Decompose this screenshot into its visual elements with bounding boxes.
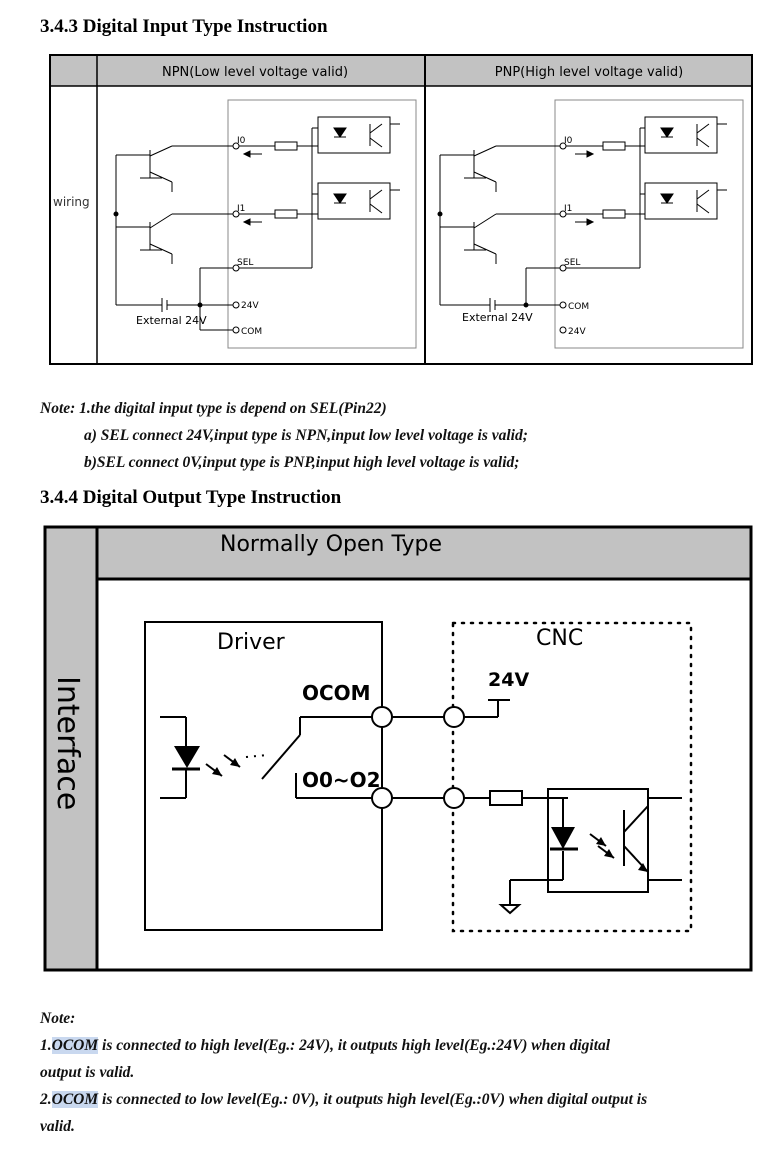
npn-24v-label: 24V <box>241 301 259 311</box>
note-output-line-1: 1.OCOM is connected to high level(Eg.: 2… <box>40 1037 611 1054</box>
pnp-wiring-diagram <box>437 99 744 349</box>
wiring-row-label: wiring <box>53 195 90 209</box>
pnp-sel-label: SEL <box>564 258 580 268</box>
pnp-column-header: PNP(High level voltage valid) <box>495 65 683 80</box>
pnp-24v-label: 24V <box>568 327 586 337</box>
ocom-highlight-1: OCOM <box>51 1037 99 1054</box>
npn-external-24v-label: External 24V <box>136 314 207 327</box>
note-output-line-1-cont: output is valid. <box>40 1064 135 1081</box>
pnp-com-label: COM <box>568 302 589 312</box>
note-output-title: Note: <box>40 1010 76 1027</box>
o-range-terminal-label: O0~O2 <box>302 768 381 792</box>
note-input-line-2: a) SEL connect 24V,input type is NPN,inp… <box>84 427 528 444</box>
driver-label: Driver <box>217 630 286 655</box>
npn-sel-label: SEL <box>237 258 253 268</box>
pnp-external-24v-label: External 24V <box>462 311 533 324</box>
cnc-label: CNC <box>536 626 583 651</box>
pnp-i1-label: I1 <box>564 204 572 214</box>
note-input-line-3: b)SEL connect 0V,input type is PNP,input… <box>84 454 520 471</box>
ocom-highlight-2: OCOM <box>51 1091 99 1108</box>
npn-i1-label: I1 <box>237 204 245 214</box>
npn-com-label: COM <box>241 327 262 337</box>
note-output-line-2: 2.OCOM is connected to low level(Eg.: 0V… <box>40 1091 648 1108</box>
npn-wiring-diagram <box>113 99 417 349</box>
note-input-line-1: Note: 1.the digital input type is depend… <box>40 400 387 417</box>
section-title-output: 3.4.4 Digital Output Type Instruction <box>40 487 342 508</box>
digital-input-table: NPN(Low level voltage valid) PNP(High le… <box>49 54 753 365</box>
digital-output-diagram: Normally Open Type Interface <box>43 525 753 972</box>
note-output-line-2-cont: valid. <box>40 1118 75 1135</box>
cnc-24v-label: 24V <box>488 669 529 691</box>
pnp-i0-label: I0 <box>564 136 573 146</box>
section-title-input: 3.4.3 Digital Input Type Instruction <box>40 16 328 37</box>
ocom-terminal-label: OCOM <box>302 681 371 705</box>
interface-side-label: Interface <box>50 676 85 810</box>
output-header-label: Normally Open Type <box>220 532 442 557</box>
npn-column-header: NPN(Low level voltage valid) <box>162 65 348 80</box>
npn-i0-label: I0 <box>237 136 246 146</box>
